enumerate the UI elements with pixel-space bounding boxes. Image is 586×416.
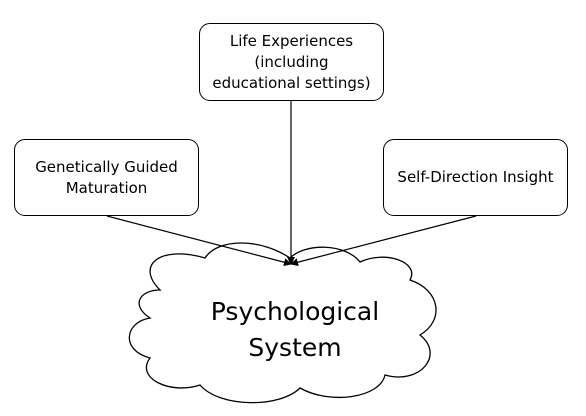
genetic-maturation-box: Genetically Guided Maturation [14,139,199,216]
self-direction-box: Self-Direction Insight [383,139,568,216]
psychological-system-label: Psychological System [210,297,380,362]
life-experiences-label: Life Experiences (including educational … [212,31,371,92]
self-direction-label: Self-Direction Insight [397,168,554,186]
cloud-shape [128,242,437,404]
arrow-self-to-system [290,215,477,267]
arrow-genetic-to-system [106,215,292,267]
life-experiences-box: Life Experiences (including educational … [199,23,384,101]
genetic-maturation-label: Genetically Guided Maturation [35,157,178,197]
